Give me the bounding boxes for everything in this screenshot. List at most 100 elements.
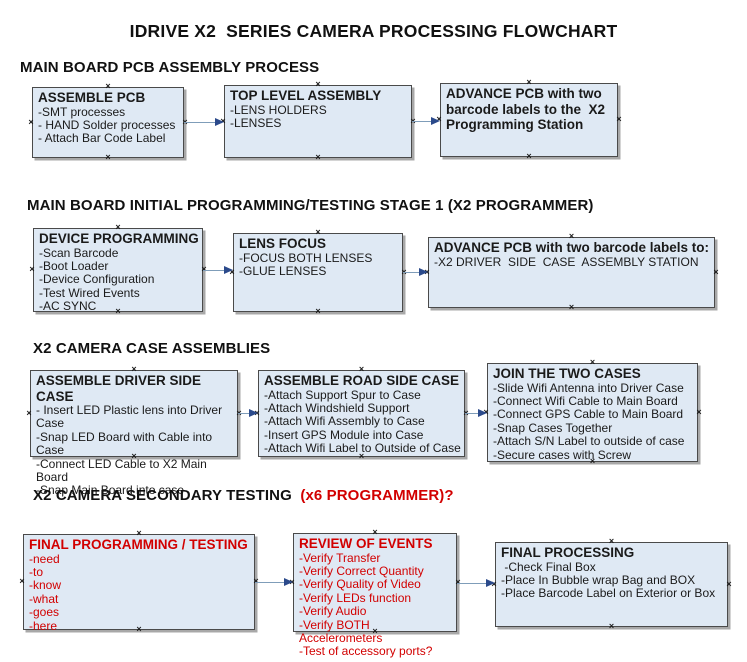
connection-handle-icon[interactable]: × xyxy=(616,114,622,124)
connection-handle-icon[interactable]: × xyxy=(568,231,575,241)
connection-handle-icon[interactable]: × xyxy=(26,407,32,418)
flow-box-item: -SMT processes xyxy=(38,104,126,119)
flow-box[interactable]: LENS FOCUS-FOCUS BOTH LENSES-GLUE LENSES xyxy=(233,233,403,312)
flow-box-title: FINAL PROGRAMMING / TESTING xyxy=(29,537,248,552)
flow-box-item: -LENSES xyxy=(230,115,282,130)
connection-handle-icon[interactable]: × xyxy=(455,576,461,587)
connection-handle-icon[interactable]: × xyxy=(608,536,615,546)
connector-arrow[interactable] xyxy=(403,271,421,273)
flow-box-item: - HAND Solder processes xyxy=(38,117,176,132)
flow-box-title: LENS FOCUS xyxy=(239,236,327,251)
flow-box-item: -X2 DRIVER SIDE CASE ASSEMBLY STATION xyxy=(434,254,699,269)
connection-handle-icon[interactable]: × xyxy=(526,77,532,87)
flow-box-item: -Secure cases with Screw xyxy=(493,447,632,462)
connection-handle-icon[interactable]: × xyxy=(372,626,378,636)
connection-handle-icon[interactable]: × xyxy=(115,222,121,232)
flow-box-item: -Device Configuration xyxy=(39,272,155,287)
connection-handle-icon[interactable]: × xyxy=(726,578,732,589)
connection-handle-icon[interactable]: × xyxy=(696,406,702,417)
flow-box-item: -Place Barcode Label on Exterior or Box xyxy=(501,586,716,601)
flow-box-item: -Attach Support Spur to Case xyxy=(264,387,421,402)
connection-handle-icon[interactable]: × xyxy=(358,364,365,374)
flow-box-item: -to xyxy=(29,564,44,579)
connection-handle-icon[interactable]: × xyxy=(115,306,121,316)
flow-box-title: REVIEW OF EVENTS xyxy=(299,536,433,551)
flow-box-item: -Check Final Box xyxy=(501,559,596,574)
flow-box-item: -FOCUS BOTH LENSES xyxy=(239,250,373,265)
connection-handle-icon[interactable]: × xyxy=(131,451,137,461)
page-title: IDRIVE X2 SERIES CAMERA PROCESSING FLOWC… xyxy=(129,21,618,41)
section-heading: X2 CAMERA SECONDARY TESTING (x6 PROGRAMM… xyxy=(33,487,454,504)
connector-arrow[interactable] xyxy=(184,121,217,123)
connection-handle-icon[interactable]: × xyxy=(136,624,142,634)
connection-handle-icon[interactable]: × xyxy=(131,364,137,374)
connection-handle-icon[interactable]: × xyxy=(19,576,25,586)
flow-box-item: -Connect GPS Cable to Main Board xyxy=(493,407,684,422)
connection-handle-icon[interactable]: × xyxy=(136,528,142,538)
flow-box-title: ADVANCE PCB with two barcode labels to t… xyxy=(446,86,609,132)
section-heading-text: X2 CAMERA SECONDARY TESTING xyxy=(33,487,301,504)
connection-handle-icon[interactable]: × xyxy=(200,265,208,274)
connection-handle-icon[interactable]: × xyxy=(568,302,575,312)
flow-box[interactable]: FINAL PROCESSING -Check Final Box -Place … xyxy=(495,542,728,627)
flow-box-title: JOIN THE TWO CASES xyxy=(493,366,641,381)
connection-handle-icon[interactable]: × xyxy=(105,152,111,162)
connection-handle-icon[interactable]: × xyxy=(28,116,34,127)
flow-box[interactable]: ASSEMBLE PCB-SMT processes- HAND Solder … xyxy=(32,87,184,158)
section-heading-text: X2 CAMERA CASE ASSEMBLIES xyxy=(33,340,271,357)
flow-box[interactable]: FINAL PROGRAMMING / TESTING-need-to-know… xyxy=(23,534,255,633)
connection-handle-icon[interactable]: × xyxy=(315,227,321,237)
flow-box-title: FINAL PROCESSING xyxy=(501,545,635,560)
flow-box-item: -Verify LEDs function xyxy=(299,590,412,605)
section-heading: MAIN BOARD INITIAL PROGRAMMING/TESTING S… xyxy=(27,197,594,214)
connection-handle-icon[interactable]: × xyxy=(105,81,111,91)
flow-box-title: ASSEMBLE DRIVER SIDE CASE xyxy=(36,373,205,404)
flow-box-item: -Boot Loader xyxy=(39,258,109,273)
flow-box-item: -Snap Main Board into case xyxy=(36,483,185,498)
connection-handle-icon[interactable]: × xyxy=(315,306,321,316)
connection-handle-icon[interactable]: × xyxy=(252,577,260,586)
flow-box[interactable]: ASSEMBLE ROAD SIDE CASE-Attach Support S… xyxy=(258,370,465,457)
connector-arrow[interactable] xyxy=(412,120,433,122)
connection-handle-icon[interactable]: × xyxy=(29,264,35,274)
flow-box[interactable]: JOIN THE TWO CASES-Slide Wifi Antenna in… xyxy=(487,363,698,462)
connection-handle-icon[interactable]: × xyxy=(315,79,321,89)
flow-box-item: -Slide Wifi Antenna into Driver Case xyxy=(493,380,684,395)
flow-box[interactable]: DEVICE PROGRAMMING-Scan Barcode-Boot Loa… xyxy=(33,228,203,313)
connection-handle-icon[interactable]: × xyxy=(526,151,532,161)
flow-box-item: -Attach Windshield Support xyxy=(264,400,410,415)
section-heading-text: MAIN BOARD INITIAL PROGRAMMING/TESTING S… xyxy=(27,197,594,214)
flow-box[interactable]: ADVANCE PCB with two barcode labels to t… xyxy=(440,83,618,157)
connection-handle-icon[interactable]: × xyxy=(608,621,615,631)
connector-arrowhead-icon xyxy=(431,116,440,125)
flow-box-item: -Verify Audio xyxy=(299,604,367,619)
connector-arrow[interactable] xyxy=(255,581,286,583)
connector-arrowhead-icon xyxy=(478,408,487,417)
flow-box-item: -Test of accessory ports? xyxy=(299,644,433,659)
connector-arrowhead-icon xyxy=(486,578,495,587)
connection-handle-icon[interactable]: × xyxy=(372,527,378,537)
connection-handle-icon[interactable]: × xyxy=(589,456,596,466)
flow-box-item: -Verify BOTH Accelerometers xyxy=(299,617,383,645)
connection-handle-icon[interactable]: × xyxy=(589,357,596,367)
flow-box[interactable]: REVIEW OF EVENTS-Verify Transfer-Verify … xyxy=(293,533,457,658)
connector-arrow[interactable] xyxy=(203,269,226,271)
connector-arrow[interactable] xyxy=(457,582,488,584)
connector-arrow[interactable] xyxy=(238,412,251,414)
flow-box-item: -here xyxy=(29,618,58,633)
flow-box-title: DEVICE PROGRAMMING xyxy=(39,231,199,246)
connection-handle-icon[interactable]: × xyxy=(713,266,719,277)
flow-box[interactable]: TOP LEVEL ASSEMBLY-LENS HOLDERS-LENSES xyxy=(224,85,412,158)
connection-handle-icon[interactable]: × xyxy=(315,152,321,162)
flow-box-item: -Test Wired Events xyxy=(39,285,140,300)
connector-arrowhead-icon xyxy=(284,577,293,586)
flow-box[interactable]: ADVANCE PCB with two barcode labels to:-… xyxy=(428,237,715,308)
connection-handle-icon[interactable]: × xyxy=(358,451,365,461)
connector-arrowhead-icon xyxy=(249,408,258,417)
flow-box-item: -what xyxy=(29,591,59,606)
flow-box-title: ADVANCE PCB with two barcode labels to: xyxy=(434,240,710,255)
flow-box[interactable]: ASSEMBLE DRIVER SIDE CASE- Insert LED Pl… xyxy=(30,370,238,497)
section-heading-text: (x6 PROGRAMMER)? xyxy=(300,487,454,504)
connector-arrow[interactable] xyxy=(465,412,480,414)
